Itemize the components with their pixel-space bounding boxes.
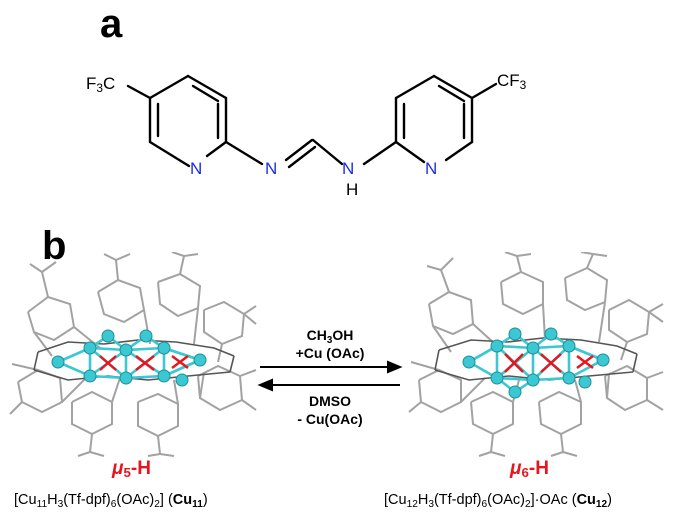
cu11-hydride-bonds — [99, 355, 189, 371]
cu11-cluster-structure — [9, 252, 257, 457]
cu12-ligand-wireframe — [408, 252, 664, 457]
cu12-cluster-structure — [408, 252, 664, 457]
nitrogen-atom-left-ring: N — [190, 159, 203, 178]
mu6-hydride-label: μ6-H — [510, 458, 549, 480]
reverse-arrowhead — [257, 378, 273, 392]
cu11-ligand-wireframe — [9, 252, 257, 457]
panel-label-b: b — [42, 224, 67, 268]
nitrogen-atom-imine: N — [265, 159, 278, 178]
cu11-cu-atoms — [51, 329, 207, 387]
nitrogen-atom-right-ring: N — [425, 159, 438, 178]
nitrogen-atom-amine: N — [342, 159, 355, 178]
cu11-formula: [Cu11H3(Tf-dpf)6(OAc)2] (Cu11) — [14, 492, 208, 510]
ligand-structure — [126, 74, 498, 169]
f3c-group-left: F3C — [86, 74, 116, 95]
forward-condition-solvent: CH3OH — [306, 327, 354, 346]
forward-arrowhead — [387, 360, 403, 374]
reverse-condition-solvent: DMSO — [309, 393, 351, 409]
hydrogen-atom-amine: H — [346, 180, 359, 199]
panel-label-a: a — [100, 2, 123, 46]
cu12-formula: [Cu12H3(Tf-dpf)6(OAc)2]·OAc (Cu12) — [384, 492, 613, 510]
cu12-cu-atoms — [462, 327, 610, 399]
cu12-hydride-bonds — [504, 353, 594, 373]
cf3-group-right: CF3 — [497, 71, 527, 92]
equilibrium-arrows — [257, 360, 403, 392]
ligand-bonds — [126, 74, 498, 169]
reverse-condition-reagent: - Cu(OAc) — [297, 411, 363, 427]
forward-condition-reagent: +Cu (OAc) — [295, 345, 365, 361]
mu5-hydride-label: μ5-H — [112, 458, 151, 480]
